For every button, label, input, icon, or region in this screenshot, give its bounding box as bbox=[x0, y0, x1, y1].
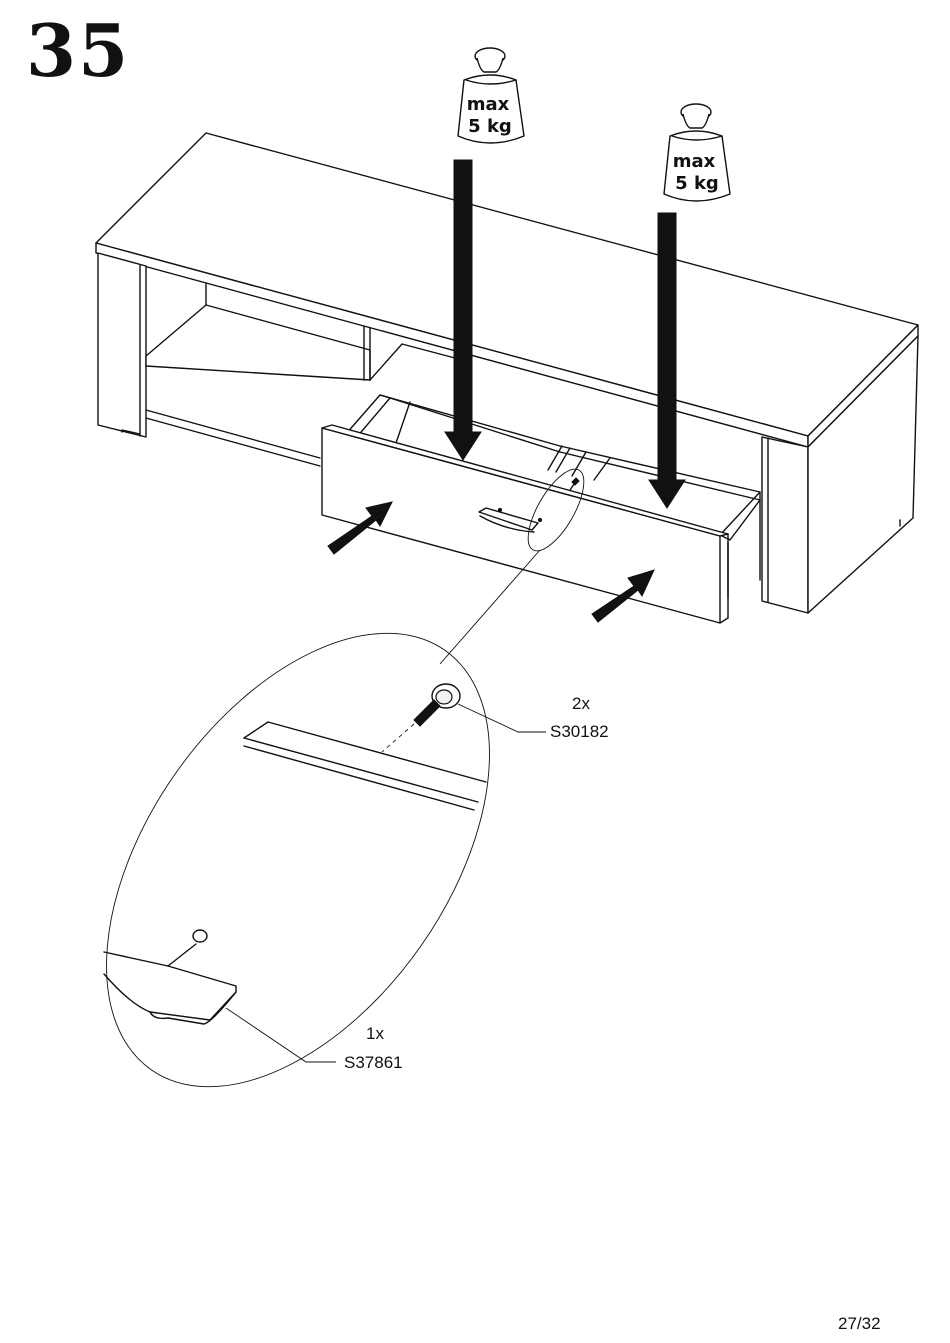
tv-cabinet bbox=[96, 133, 918, 623]
detail-zoom-ellipse bbox=[28, 564, 567, 1155]
weight-icon-1: max 5 kg bbox=[458, 48, 524, 143]
part-1-quantity: 2x bbox=[572, 694, 590, 713]
weight-1-line1: max bbox=[467, 94, 510, 115]
detail-zoom: 2x S30182 1x S37861 bbox=[28, 564, 608, 1155]
part-2-code: S37861 bbox=[344, 1053, 403, 1072]
page-number: 27/32 bbox=[838, 1314, 881, 1334]
weight-2-line2: 5 kg bbox=[675, 173, 719, 194]
cabinet-left-panel bbox=[98, 253, 146, 437]
part-1-code: S30182 bbox=[550, 722, 609, 741]
handle-hole bbox=[193, 930, 207, 942]
weight-1-line2: 5 kg bbox=[468, 116, 512, 137]
cabinet-right-panel bbox=[762, 437, 808, 613]
screw-icon bbox=[382, 684, 460, 752]
weight-icon-2: max 5 kg bbox=[664, 104, 730, 201]
part-2-quantity: 1x bbox=[366, 1024, 384, 1043]
weight-2-line1: max bbox=[673, 151, 716, 172]
